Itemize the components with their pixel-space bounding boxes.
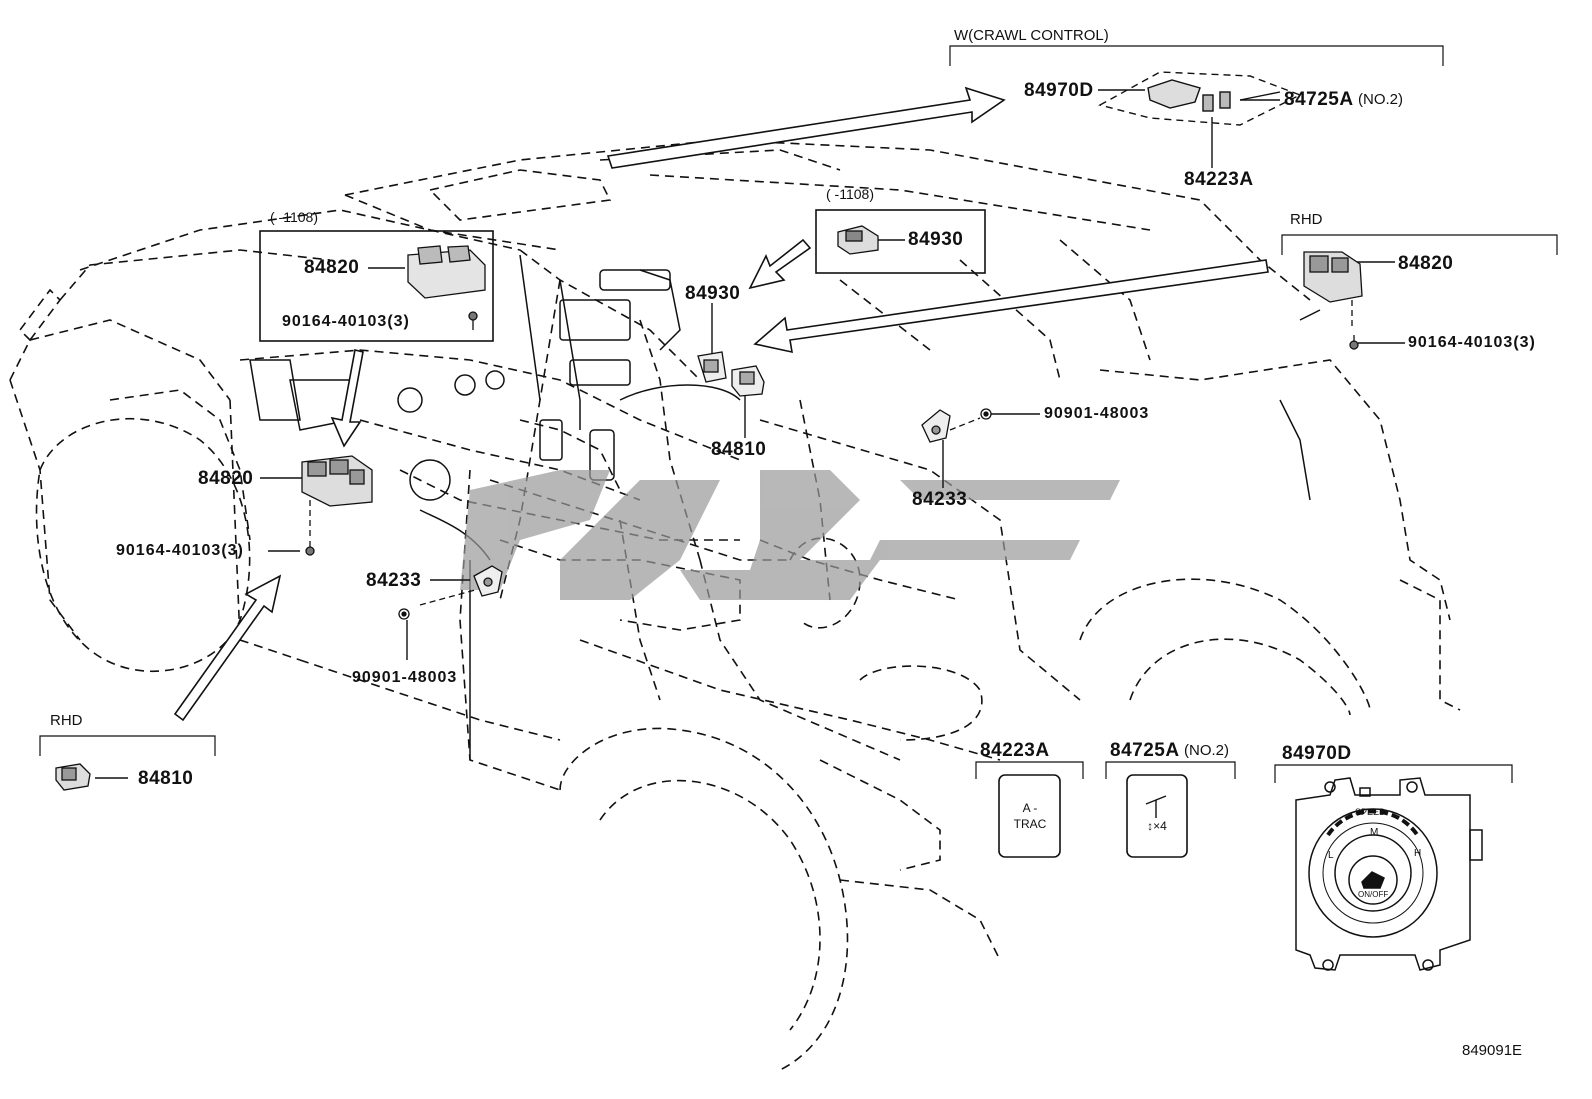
screw-icon-boxed <box>468 311 478 330</box>
dial-l-label: L <box>1328 850 1334 861</box>
door-screw-icon <box>305 541 315 556</box>
rhd-label-top: RHD <box>1290 211 1323 228</box>
production-range-left: ( -1108) <box>270 209 318 225</box>
vehicle-body-outline <box>9 139 1461 1071</box>
single-switch-icon-center <box>731 365 765 397</box>
arrow-down-to-dash <box>330 349 364 448</box>
diagram-code: 849091E <box>1462 1042 1523 1059</box>
part-number-90164-40103-boxed[interactable]: 90164-40103(3) <box>282 313 410 330</box>
arrows <box>173 86 1269 722</box>
dial-speed-label: SPEED <box>1355 807 1386 817</box>
clip-icon-center <box>980 408 992 420</box>
rhd-window-switch-icon <box>1303 251 1363 303</box>
part-number-84725A[interactable]: 84725A <box>1284 89 1354 110</box>
detail-crawl-note: (NO.2) <box>1184 742 1229 759</box>
detail-atrac-text-1: A - <box>1022 801 1038 815</box>
part-number-84930-center[interactable]: 84930 <box>685 283 741 304</box>
arrow-to-door-switch <box>173 574 282 722</box>
rhd-single-switch-icon <box>55 763 91 791</box>
part-number-84820-boxed[interactable]: 84820 <box>304 257 360 278</box>
door-sensor-icon <box>473 565 503 597</box>
crawl-control-assembly <box>1098 71 1302 126</box>
door-window-switch-icon <box>301 455 373 507</box>
part-number-90901-48003-door[interactable]: 90901-48003 <box>352 669 458 686</box>
crawl-switch-note: (NO.2) <box>1358 91 1403 108</box>
mirror-switch-icon-center <box>697 351 727 383</box>
crawl-switch-detail-glyph <box>1145 795 1167 818</box>
dial-onoff-label: ON/OFF <box>1358 890 1389 899</box>
part-number-90164-40103-rhd[interactable]: 90164-40103(3) <box>1408 334 1536 351</box>
arrow-to-mirror-switch <box>748 238 812 290</box>
interior-details <box>249 254 1321 760</box>
rhd-screw-icon <box>1349 335 1359 350</box>
part-number-84233-center[interactable]: 84233 <box>912 489 968 510</box>
door-clip-icon <box>398 608 410 620</box>
crawl-control-heading: W(CRAWL CONTROL) <box>954 27 1109 44</box>
detail-part-84970D[interactable]: 84970D <box>1282 743 1352 764</box>
part-number-84810-rhd[interactable]: 84810 <box>138 768 194 789</box>
part-number-84810-center[interactable]: 84810 <box>711 439 767 460</box>
arrow-to-rhd-window-switch <box>753 259 1269 354</box>
heading-brackets <box>39 45 1558 783</box>
detail-part-84725A[interactable]: 84725A <box>1110 740 1180 761</box>
window-switch-icon-boxed <box>407 245 486 299</box>
detail-crawl-glyph: ↕×4 <box>1147 819 1167 833</box>
sensor-icon-center <box>921 409 951 443</box>
crawl-module-detail <box>1295 777 1483 971</box>
mirror-switch-icon-boxed <box>837 225 879 255</box>
part-number-84820-rhd[interactable]: 84820 <box>1398 253 1454 274</box>
detail-atrac-text-2: TRAC <box>1013 817 1047 831</box>
leader-lines <box>95 89 1405 779</box>
rhd-label-bottom: RHD <box>50 712 83 729</box>
part-number-90901-48003-center[interactable]: 90901-48003 <box>1044 405 1150 422</box>
production-range-right: ( -1108) <box>826 186 874 202</box>
dial-h-label: H <box>1414 848 1422 859</box>
part-number-84930-boxed[interactable]: 84930 <box>908 229 964 250</box>
watermark-logo <box>460 470 1120 600</box>
part-number-84223A[interactable]: 84223A <box>1184 169 1254 190</box>
part-number-84820-door[interactable]: 84820 <box>198 468 254 489</box>
boxes <box>259 209 1188 858</box>
part-number-84233-door[interactable]: 84233 <box>366 570 422 591</box>
detail-part-84223A[interactable]: 84223A <box>980 740 1050 761</box>
part-number-90164-40103-door[interactable]: 90164-40103(3) <box>116 542 244 559</box>
component-icons <box>55 225 1363 791</box>
dial-m-label: M <box>1370 827 1379 838</box>
arrow-to-crawl-control <box>606 86 1006 169</box>
part-number-84970D[interactable]: 84970D <box>1024 80 1094 101</box>
